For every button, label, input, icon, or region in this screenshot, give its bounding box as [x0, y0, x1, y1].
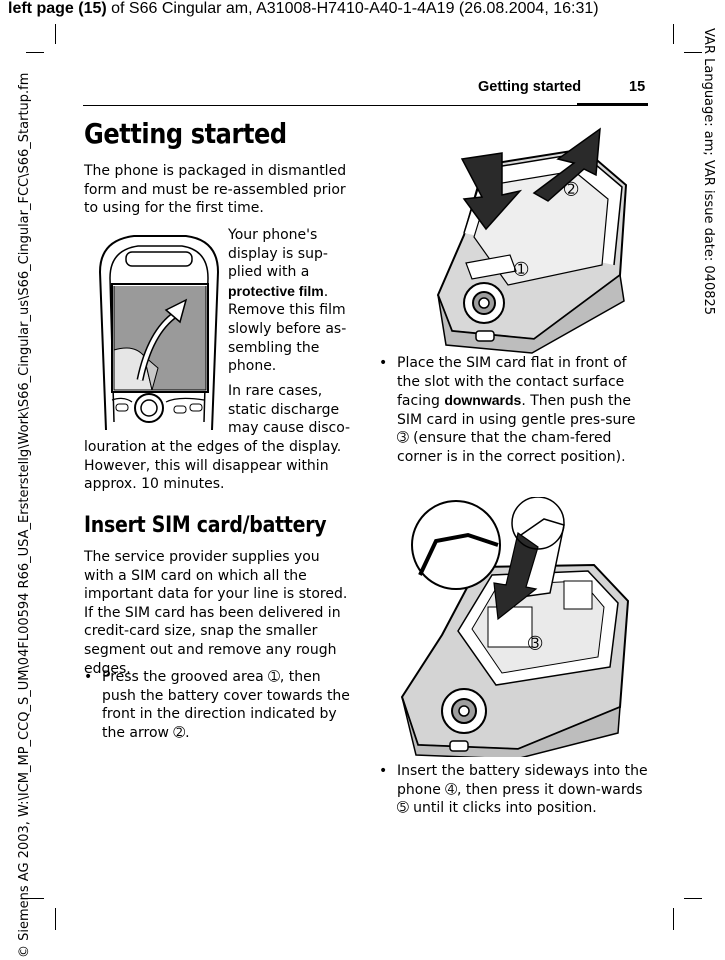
discharge-paragraph-end: louration at the edges of the display. H…	[84, 439, 342, 493]
sim-card-paragraph: The service provider supplies you with a…	[84, 549, 348, 677]
header-rule	[83, 105, 648, 106]
protective-film-paragraph: Your phone's display is sup-plied with a…	[228, 226, 353, 376]
header-rule-tab	[577, 103, 648, 106]
film-text-start: Your phone's display is sup-plied with a	[228, 227, 328, 281]
marker-3-label: ➂	[528, 634, 543, 654]
print-metadata-prefix: left page (15)	[8, 0, 107, 17]
instruction-remove-cover: • Press the grooved area ➀, then push th…	[84, 668, 350, 742]
print-metadata: left page (15) of S66 Cingular am, A3100…	[8, 0, 599, 18]
sim-text-end: . Then push the SIM card in using gentle…	[397, 393, 636, 465]
side-note-language: VAR Language: am; VAR issue date: 040825	[701, 28, 716, 316]
discharge-paragraph-start: In rare cases, static discharge may caus…	[228, 383, 351, 437]
section-heading: Insert SIM card/battery	[84, 513, 327, 538]
marker-2-label: ➁	[564, 180, 579, 200]
phone-display-illustration	[98, 235, 220, 430]
downwards-keyword: downwards	[444, 392, 522, 409]
bullet-marker: •	[379, 355, 388, 371]
print-metadata-rest: of S66 Cingular am, A31008-H7410-A40-1-4…	[106, 0, 599, 17]
side-note-filepath: © Siemens AG 2003, W:\ICM_MP_CCQ_S_UM\04…	[17, 72, 32, 958]
page-number: 15	[629, 79, 646, 95]
running-header-section: Getting started	[478, 79, 582, 95]
instruction-insert-battery: • Insert the battery sideways into the p…	[379, 762, 649, 818]
bullet-marker: •	[379, 763, 388, 779]
intro-paragraph: The phone is packaged in dismantled form…	[84, 163, 347, 217]
battery-cover-illustration: ➀ ➁	[436, 127, 628, 354]
sim-text-start: Place the SIM card flat in front of the …	[397, 355, 627, 410]
bullet-marker: •	[84, 669, 93, 685]
film-text-end: . Remove this film slowly before as-semb…	[228, 283, 347, 375]
page-title: Getting started	[84, 117, 287, 150]
marker-1-label: ➀	[514, 260, 529, 280]
instruction-insert-battery-text: Insert the battery sideways into the pho…	[397, 763, 648, 817]
instruction-insert-sim: • Place the SIM card flat in front of th…	[379, 354, 649, 467]
instruction-remove-cover-text: Press the grooved area ➀, then push the …	[102, 669, 350, 741]
sim-insertion-illustration: ➂	[400, 497, 630, 757]
film-keyword: protective film	[228, 282, 324, 299]
